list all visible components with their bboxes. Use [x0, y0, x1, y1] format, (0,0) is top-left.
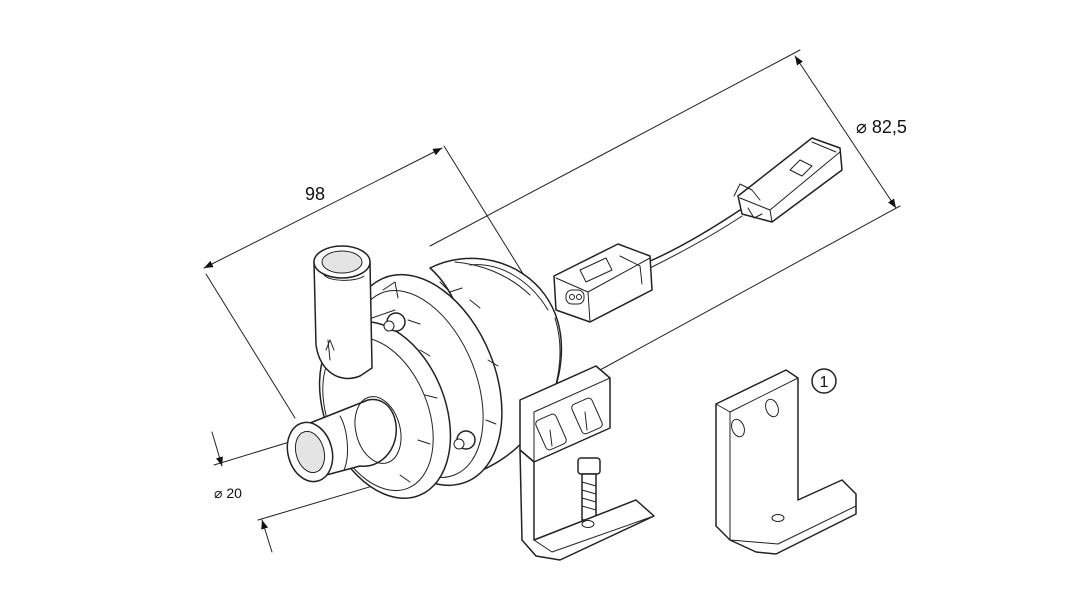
dimension-82-5: ⌀ 82,5: [429, 49, 907, 371]
dimension-20-label: ⌀ 20: [214, 485, 242, 501]
cable: [647, 209, 743, 269]
outlet-pipe: [313, 245, 373, 380]
housing-screw-top: [383, 312, 406, 332]
callout-1-label: 1: [820, 374, 829, 391]
callout-1: 1: [811, 368, 837, 394]
dimension-82-5-label: ⌀ 82,5: [856, 117, 907, 137]
dimension-98-label: 98: [305, 184, 325, 204]
pump-connector: [553, 243, 653, 323]
mounting-bolt: [577, 457, 601, 521]
cable-connector: [733, 137, 843, 223]
separate-l-bracket: [715, 369, 857, 555]
housing-screw-bottom: [453, 430, 476, 450]
attached-l-bracket: [519, 449, 655, 561]
inlet-pipe: [286, 396, 402, 483]
